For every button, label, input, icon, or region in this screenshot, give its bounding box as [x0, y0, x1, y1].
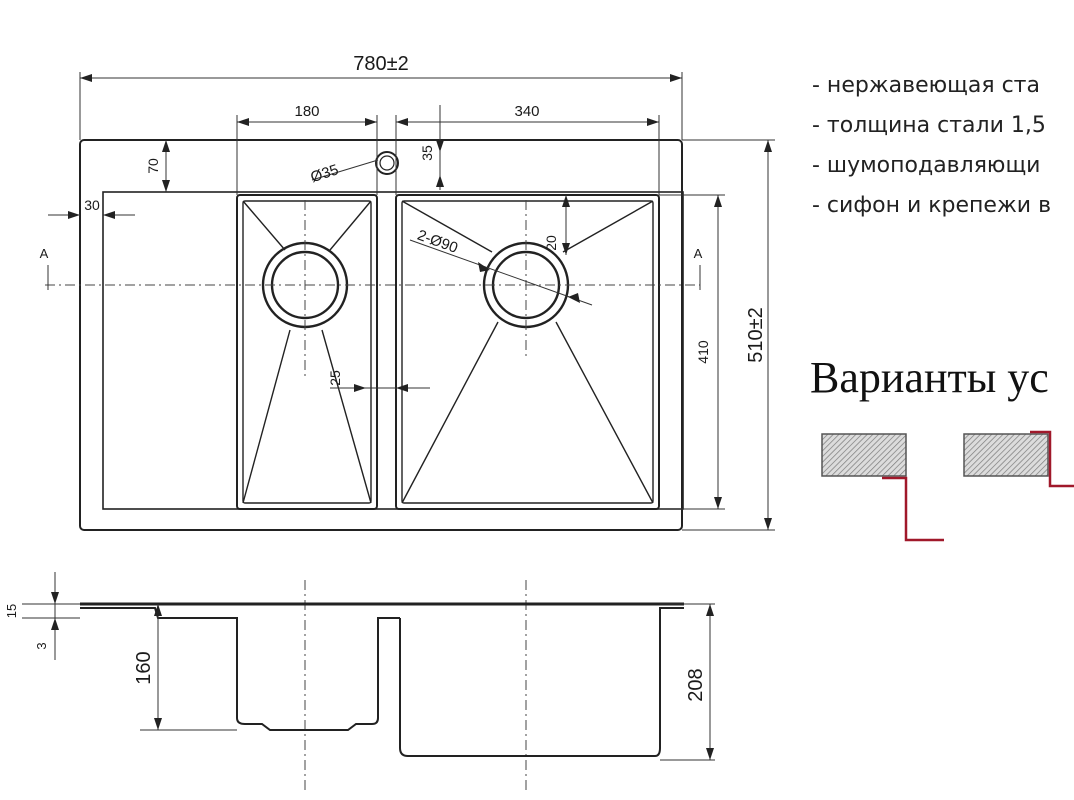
dim-tap-offset: 35	[419, 145, 435, 161]
dim-bowl-gap: 25	[327, 370, 343, 386]
dim-rim-thickness: 3	[34, 642, 49, 649]
spec-bullets: - нержавеющая ста - толщина стали 1,5 - …	[812, 66, 1074, 226]
install-variant-overmount	[963, 430, 1074, 488]
dim-overall-width: 780±2	[353, 53, 408, 75]
dim-top-offset: 70	[145, 158, 161, 174]
dim-drain-offset: 20	[543, 235, 559, 251]
sink-top-view	[79, 139, 684, 531]
left-bowl	[236, 194, 378, 510]
dim-left-bowl-width: 180	[294, 103, 319, 120]
spec-bullet: - шумоподавляющи	[812, 153, 1041, 178]
dim-small-bowl-depth: 160	[133, 651, 155, 684]
dim-right-bowl-width: 340	[514, 103, 539, 120]
dim-drain-holes: 2-Ø90	[415, 227, 460, 257]
dim-overall-depth: 510±2	[745, 307, 767, 362]
section-mark-right: A	[694, 246, 703, 261]
install-variant-undermount	[821, 433, 944, 542]
tap-hole	[375, 151, 399, 175]
spec-bullet: - нержавеющая ста	[812, 73, 1040, 98]
variants-title: Варианты ус	[810, 353, 1049, 402]
sink-outline	[79, 139, 683, 531]
dim-bowl-depth-len: 410	[695, 340, 711, 364]
dim-rim-height: 15	[4, 604, 19, 618]
spec-bullet: - сифон и крепежи в	[812, 193, 1052, 218]
sink-side-view	[80, 602, 684, 757]
dim-left-offset: 30	[84, 197, 100, 213]
section-mark-left: A	[40, 246, 49, 261]
dim-large-bowl-depth: 208	[685, 668, 707, 701]
dim-tap-hole: Ø35	[308, 161, 340, 186]
right-bowl	[395, 194, 660, 510]
drainboard-area	[102, 191, 684, 510]
spec-bullet: - толщина стали 1,5	[812, 113, 1046, 138]
